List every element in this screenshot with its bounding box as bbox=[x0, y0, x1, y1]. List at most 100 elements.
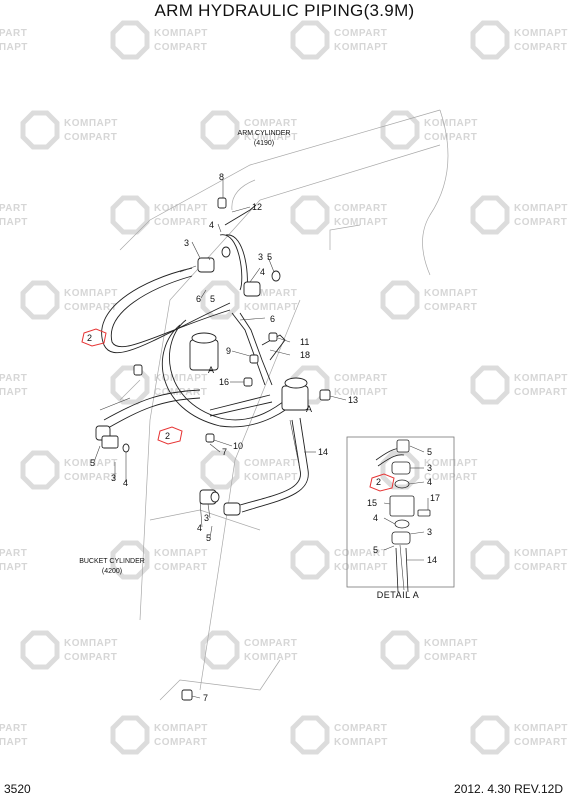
callout-18: 18 bbox=[300, 350, 310, 360]
watermark-text: COMPART bbox=[154, 217, 207, 228]
watermark-text: COMPART bbox=[244, 288, 297, 299]
callout-4: 4 bbox=[197, 523, 202, 533]
callout-6: 6 bbox=[196, 294, 201, 304]
page-title: ARM HYDRAULIC PIPING(3.9M) bbox=[154, 1, 415, 20]
bucket-cylinder-code: (4200) bbox=[102, 568, 122, 575]
callout-4: 4 bbox=[209, 220, 214, 230]
watermark-logo: COMPART KOMПАРТ bbox=[200, 110, 298, 150]
watermark-text: COMPART bbox=[0, 548, 27, 559]
callout-3: 3 bbox=[258, 252, 263, 262]
watermark-text: KOMПАРТ bbox=[244, 472, 298, 483]
view-marker-a-lower: A bbox=[306, 404, 312, 414]
callout-5: 5 bbox=[267, 252, 272, 262]
watermark-text: COMPART bbox=[334, 203, 387, 214]
watermark-text: KOMПАРТ bbox=[64, 288, 118, 299]
watermark-text: COMPART bbox=[424, 132, 477, 143]
watermark-text: KOMПАРТ bbox=[0, 562, 28, 573]
callout-4: 4 bbox=[373, 513, 378, 523]
callout-8: 8 bbox=[219, 172, 224, 182]
callout-2: 2 bbox=[376, 477, 381, 487]
watermark-text: COMPART bbox=[424, 472, 477, 483]
watermark-text: KOMПАРТ bbox=[154, 28, 208, 39]
watermark-text: KOMПАРТ bbox=[0, 737, 28, 748]
watermark-text: KOMПАРТ bbox=[154, 723, 208, 734]
callout-9: 9 bbox=[226, 346, 231, 356]
callout-4: 4 bbox=[427, 477, 432, 487]
callout-3: 3 bbox=[184, 238, 189, 248]
watermark-text: KOMПАРТ bbox=[154, 548, 208, 559]
watermark-logo: KOMПАРТ COMPART bbox=[110, 20, 208, 60]
watermark-text: COMPART bbox=[514, 387, 567, 398]
watermark-logo: KOMПАРТ COMPART bbox=[20, 280, 118, 320]
callout-14: 14 bbox=[318, 447, 328, 457]
callout-5: 5 bbox=[427, 447, 432, 457]
callout-labels: 8 12 4 3 3 5 4 6 5 6 2 11 9 18 16 13 2 1… bbox=[87, 172, 440, 703]
watermark-logo: COMPART KOMПАРТ bbox=[0, 723, 28, 748]
revision-date: 2012. 4.30 REV.12D bbox=[454, 782, 563, 796]
callout-4: 4 bbox=[123, 478, 128, 488]
callout-13: 13 bbox=[348, 395, 358, 405]
watermark-text: KOMПАРТ bbox=[334, 562, 388, 573]
watermark-text: KOMПАРТ bbox=[424, 638, 478, 649]
watermark-text: COMPART bbox=[514, 42, 567, 53]
hose-texture bbox=[99, 265, 405, 591]
callout-3: 3 bbox=[427, 527, 432, 537]
callout-3: 3 bbox=[204, 513, 209, 523]
callout-17: 17 bbox=[430, 493, 440, 503]
watermark-text: KOMПАРТ bbox=[514, 203, 568, 214]
watermark-text: COMPART bbox=[154, 42, 207, 53]
watermark-text: COMPART bbox=[334, 373, 387, 384]
watermark-text: KOMПАРТ bbox=[64, 458, 118, 469]
watermark-text: COMPART bbox=[64, 302, 117, 313]
callout-10: 10 bbox=[233, 441, 243, 451]
watermark-text: KOMПАРТ bbox=[514, 373, 568, 384]
watermark-text: KOMПАРТ bbox=[244, 652, 298, 663]
watermark-text: KOMПАРТ bbox=[0, 217, 28, 228]
watermark-text: COMPART bbox=[0, 723, 27, 734]
page-number: 3520 bbox=[4, 782, 31, 796]
callout-15: 15 bbox=[367, 498, 377, 508]
watermark-text: KOMПАРТ bbox=[64, 638, 118, 649]
callout-4: 4 bbox=[260, 267, 265, 277]
callout-14: 14 bbox=[427, 555, 437, 565]
callout-6: 6 bbox=[270, 314, 275, 324]
fittings bbox=[95, 197, 331, 701]
callout-5: 5 bbox=[373, 545, 378, 555]
view-marker-a-upper: A bbox=[208, 365, 214, 375]
detail-a-drawing bbox=[346, 436, 455, 593]
watermark-text: COMPART bbox=[0, 203, 27, 214]
callout-2: 2 bbox=[165, 431, 170, 441]
watermark-text: KOMПАРТ bbox=[514, 723, 568, 734]
watermark-text: KOMПАРТ bbox=[244, 132, 298, 143]
watermark-logo: COMPART KOMПАРТ bbox=[0, 203, 28, 228]
watermark-text: COMPART bbox=[334, 28, 387, 39]
leader-lines bbox=[93, 180, 429, 699]
callout-3: 3 bbox=[111, 473, 116, 483]
watermark-text: COMPART bbox=[244, 118, 297, 129]
watermark-text: COMPART bbox=[424, 652, 477, 663]
watermark-text: KOMПАРТ bbox=[154, 203, 208, 214]
watermark-text: COMPART bbox=[334, 723, 387, 734]
callout-7: 7 bbox=[222, 447, 227, 457]
watermark-text: COMPART bbox=[424, 302, 477, 313]
callout-12: 12 bbox=[252, 202, 262, 212]
highlight-markers bbox=[81, 328, 395, 492]
callout-5: 5 bbox=[206, 533, 211, 543]
